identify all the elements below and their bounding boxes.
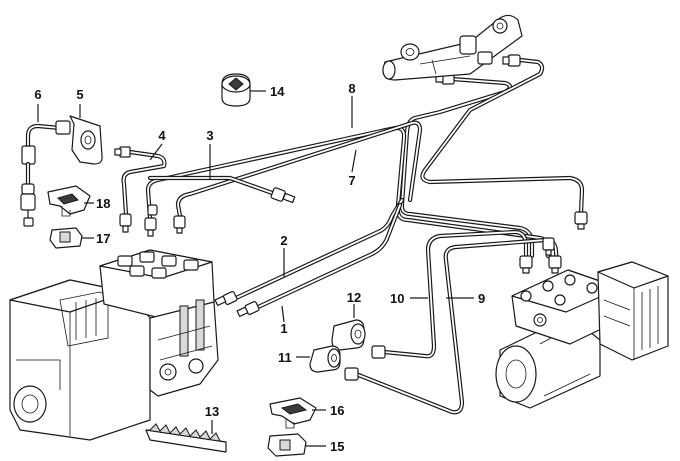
fitting-9-end <box>344 367 359 381</box>
brake-pipe-3 <box>175 120 423 219</box>
callout-labels: 6 5 14 8 4 3 7 18 17 2 12 10 9 1 11 13 1… <box>34 81 485 454</box>
brake-pipe-2 <box>233 197 405 301</box>
brake-pipe-10 <box>381 229 529 359</box>
callout-4: 4 <box>158 128 166 143</box>
fitting-abs-1 <box>519 255 533 274</box>
union-11 <box>296 345 341 373</box>
fitting-left-2 <box>144 217 157 237</box>
hose-bracket-5 <box>69 115 103 165</box>
fitting-10-end <box>371 345 386 359</box>
callout-1: 1 <box>280 321 287 336</box>
abs-modulator-right <box>495 261 669 409</box>
callout-18: 18 <box>96 196 110 211</box>
fitting-left-3 <box>147 204 158 216</box>
fitting-right <box>574 211 588 230</box>
callout-3: 3 <box>206 128 213 143</box>
clip-18 <box>47 185 94 217</box>
brake-pipe-7 <box>145 125 552 259</box>
brake-pipe-master-right <box>420 57 585 217</box>
callout-7: 7 <box>348 173 355 188</box>
callout-10: 10 <box>390 291 404 306</box>
callout-2: 2 <box>280 233 287 248</box>
callout-12: 12 <box>347 290 361 305</box>
clip-16 <box>269 397 326 429</box>
callout-6: 6 <box>34 87 41 102</box>
brake-pipes <box>121 57 585 415</box>
callout-11: 11 <box>278 350 292 365</box>
callout-8: 8 <box>348 81 355 96</box>
fitting-3-end <box>270 187 296 204</box>
fitting-4-top <box>114 146 131 158</box>
fitting-1-end <box>236 300 260 318</box>
comb-clip-13 <box>145 420 227 453</box>
clip-15 <box>267 433 326 457</box>
callout-13: 13 <box>205 404 219 419</box>
master-cylinder <box>382 14 523 81</box>
grommet-14 <box>221 73 266 107</box>
fitting-master-right <box>502 54 521 67</box>
leader-lines <box>37 96 474 323</box>
union-12 <box>331 304 366 351</box>
brake-pipe-4 <box>121 149 167 217</box>
callout-16: 16 <box>330 403 344 418</box>
callout-15: 15 <box>330 439 344 454</box>
fitting-left-4 <box>173 215 186 234</box>
abs-hydraulic-unit-left <box>9 249 219 441</box>
brake-pipe-short-3 <box>147 175 281 198</box>
brake-pipe-1 <box>253 202 403 311</box>
fitting-abs-2 <box>542 237 555 256</box>
brake-hose-6 <box>20 120 71 227</box>
clip-17 <box>49 227 94 249</box>
callout-14: 14 <box>270 84 285 99</box>
callout-17: 17 <box>96 231 110 246</box>
callout-9: 9 <box>478 291 485 306</box>
fitting-left-1 <box>119 213 132 233</box>
fitting-abs-3 <box>548 255 562 274</box>
fitting-2-end <box>214 290 238 307</box>
callout-5: 5 <box>76 87 83 102</box>
